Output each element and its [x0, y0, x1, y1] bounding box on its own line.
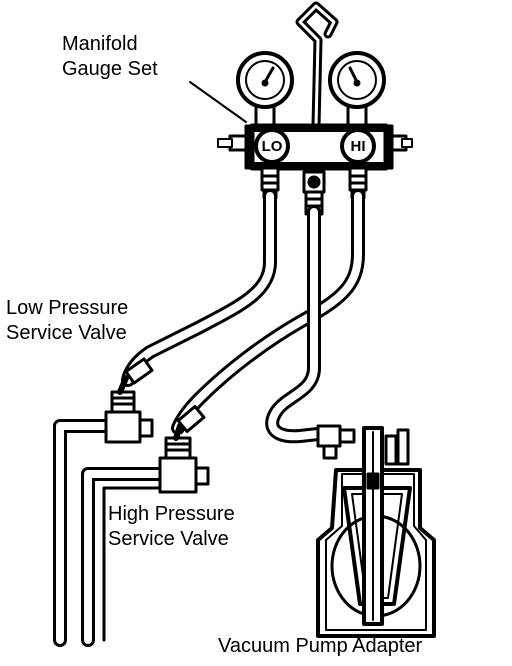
manifold-leader-line [189, 81, 247, 123]
gauge-port-rings [254, 128, 376, 164]
vacuum-pump-adapter [316, 424, 436, 638]
high-pressure-hose [171, 189, 365, 435]
low-valve-label-line-2: Service Valve [6, 322, 127, 344]
manifold-body [217, 123, 413, 171]
vacuum-hose [265, 205, 325, 444]
manifold-label: Manifold Gauge Set [62, 32, 158, 82]
manifold-label-line-2: Gauge Set [62, 58, 158, 80]
low-valve-label-line-1: Low Pressure [6, 297, 129, 319]
manifold-label-line-1: Manifold [62, 33, 138, 55]
low-pressure-gauge [236, 51, 294, 128]
adapter-label: Vacuum Pump Adapter [218, 635, 423, 657]
high-pressure-service-valve [81, 423, 210, 647]
hi-gauge-label: HI [351, 138, 366, 155]
high-valve-label-line-2: Service Valve [108, 528, 229, 550]
lo-gauge-label: LO [262, 138, 283, 155]
high-pressure-gauge [328, 51, 386, 128]
low-pressure-service-valve [53, 375, 154, 647]
low-valve-label: Low Pressure Service Valve [6, 296, 128, 346]
hanger-hook [295, 1, 339, 131]
high-valve-label-line-1: High Pressure [108, 503, 235, 525]
high-valve-label: High Pressure Service Valve [108, 502, 235, 552]
manifold-hose-fittings [260, 166, 368, 216]
